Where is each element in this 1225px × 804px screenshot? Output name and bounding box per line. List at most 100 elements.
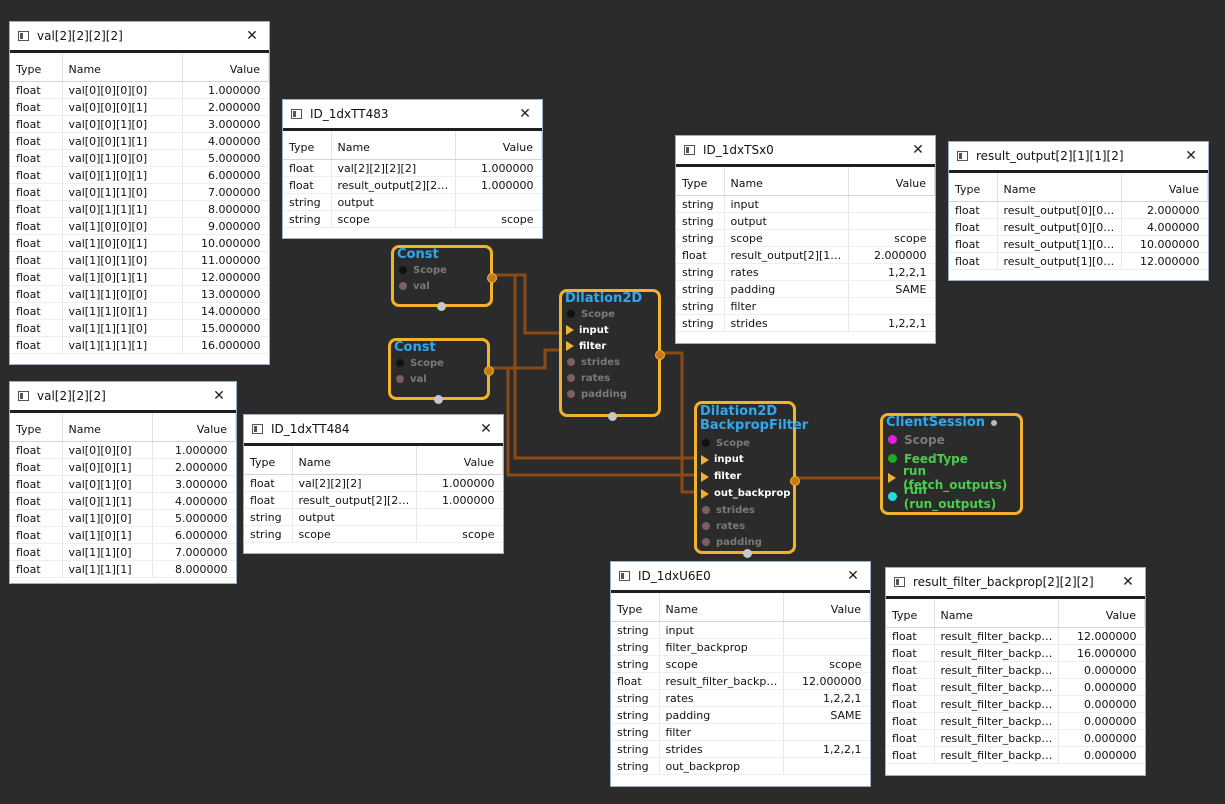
table-row[interactable]: stringstrides1,2,2,1 <box>611 741 870 758</box>
node-bottom-handle-icon[interactable] <box>743 549 752 558</box>
table-row[interactable]: floatresult_filter_backpr...0.000000 <box>886 662 1145 679</box>
table-row[interactable]: stringoutput <box>676 213 935 230</box>
table-row[interactable]: stringinput <box>676 196 935 213</box>
column-header-name[interactable]: Name <box>724 167 848 196</box>
column-header-type[interactable]: Type <box>244 446 292 475</box>
column-header-value[interactable]: Value <box>1058 599 1145 628</box>
table-row[interactable]: floatval[0][0][0]1.000000 <box>10 442 236 459</box>
table-row[interactable]: floatval[0][1][0][1]6.000000 <box>10 167 269 184</box>
column-header-type[interactable]: Type <box>10 53 62 82</box>
table-row[interactable]: stringrates1,2,2,1 <box>676 264 935 281</box>
table-row[interactable]: floatval[2][2][2]1.000000 <box>244 475 503 492</box>
column-header-value[interactable]: Value <box>416 446 503 475</box>
column-header-type[interactable]: Type <box>611 593 659 622</box>
port-scope[interactable]: Scope <box>391 355 487 371</box>
table-row[interactable]: floatresult_output[1][0]...10.000000 <box>949 236 1208 253</box>
table-row[interactable]: floatval[0][1][1][0]7.000000 <box>10 184 269 201</box>
output-port-icon[interactable] <box>487 273 497 283</box>
table-row[interactable]: floatresult_filter_backpr...12.000000 <box>886 628 1145 645</box>
output-port-icon[interactable] <box>484 366 494 376</box>
close-icon[interactable]: ✕ <box>1180 148 1202 164</box>
port-input[interactable]: input <box>697 451 793 468</box>
node-dilation2d-backpropfilter[interactable]: Dilation2D BackpropFilter Scope input fi… <box>694 401 796 554</box>
column-header-value[interactable]: Value <box>848 167 935 196</box>
close-icon[interactable]: ✕ <box>842 568 864 584</box>
table-row[interactable]: floatval[0][0][1]2.000000 <box>10 459 236 476</box>
column-header-name[interactable]: Name <box>62 53 182 82</box>
column-header-type[interactable]: Type <box>10 413 62 442</box>
table-row[interactable]: stringfilter <box>676 298 935 315</box>
table-row[interactable]: stringpaddingSAME <box>611 707 870 724</box>
panel-titlebar[interactable]: ID_1dxU6E0 ✕ <box>611 562 870 593</box>
table-row[interactable]: floatval[1][0][1][0]11.000000 <box>10 252 269 269</box>
table-row[interactable]: stringscopescope <box>283 211 542 228</box>
table-row[interactable]: floatval[1][1][1][0]15.000000 <box>10 320 269 337</box>
close-icon[interactable]: ✕ <box>514 106 536 122</box>
table-row[interactable]: floatval[0][1][1]4.000000 <box>10 493 236 510</box>
table-row[interactable]: stringscopescope <box>611 656 870 673</box>
close-icon[interactable]: ✕ <box>241 28 263 44</box>
table-row[interactable]: stringoutput <box>244 509 503 526</box>
table-row[interactable]: floatval[0][0][0][0]1.000000 <box>10 82 269 99</box>
table-row[interactable]: floatval[0][1][0][0]5.000000 <box>10 150 269 167</box>
column-header-type[interactable]: Type <box>949 173 997 202</box>
table-row[interactable]: stringscopescope <box>244 526 503 543</box>
node-clientsession[interactable]: ClientSession Scope FeedType run (fetch_… <box>880 413 1023 515</box>
table-row[interactable]: floatval[1][1][0]7.000000 <box>10 544 236 561</box>
table-row[interactable]: floatval[1][1][1]8.000000 <box>10 561 236 578</box>
table-row[interactable]: floatresult_output[2][2]...1.000000 <box>283 177 542 194</box>
node-const-1[interactable]: Const Scope val <box>391 245 493 307</box>
port-filter[interactable]: filter <box>562 338 658 354</box>
table-row[interactable]: floatresult_filter_backpr...12.000000 <box>611 673 870 690</box>
table-row[interactable]: floatval[0][0][1][1]4.000000 <box>10 133 269 150</box>
table-row[interactable]: floatval[0][0][1][0]3.000000 <box>10 116 269 133</box>
table-row[interactable]: floatval[1][1][0][0]13.000000 <box>10 286 269 303</box>
table-row[interactable]: floatval[0][1][1][1]8.000000 <box>10 201 269 218</box>
table-row[interactable]: stringout_backprop <box>611 758 870 775</box>
column-header-type[interactable]: Type <box>676 167 724 196</box>
table-row[interactable]: floatresult_filter_backpr...0.000000 <box>886 747 1145 764</box>
table-row[interactable]: floatval[0][0][0][1]2.000000 <box>10 99 269 116</box>
column-header-value[interactable]: Value <box>783 593 870 622</box>
port-strides[interactable]: strides <box>562 354 658 370</box>
table-row[interactable]: floatval[1][0][0]5.000000 <box>10 510 236 527</box>
column-header-type[interactable]: Type <box>283 131 331 160</box>
table-row[interactable]: floatval[1][1][1][1]16.000000 <box>10 337 269 354</box>
port-input[interactable]: input <box>562 322 658 338</box>
table-row[interactable]: floatresult_output[1][0]...12.000000 <box>949 253 1208 270</box>
column-header-type[interactable]: Type <box>886 599 934 628</box>
node-bottom-handle-icon[interactable] <box>434 395 443 404</box>
column-header-value[interactable]: Value <box>455 131 542 160</box>
table-row[interactable]: stringstrides1,2,2,1 <box>676 315 935 332</box>
table-row[interactable]: floatval[1][0][0][1]10.000000 <box>10 235 269 252</box>
port-filter[interactable]: filter <box>697 468 793 485</box>
table-row[interactable]: floatresult_filter_backpr...0.000000 <box>886 679 1145 696</box>
table-row[interactable]: floatresult_filter_backpr...0.000000 <box>886 696 1145 713</box>
close-icon[interactable]: ✕ <box>208 388 230 404</box>
close-icon[interactable]: ✕ <box>475 421 497 437</box>
table-row[interactable]: floatresult_output[0][0]...4.000000 <box>949 219 1208 236</box>
column-header-name[interactable]: Name <box>292 446 416 475</box>
output-port-icon[interactable] <box>655 350 665 360</box>
column-header-value[interactable]: Value <box>182 53 269 82</box>
panel-titlebar[interactable]: ID_1dxTT483 ✕ <box>283 100 542 131</box>
table-row[interactable]: floatresult_filter_backpr...0.000000 <box>886 713 1145 730</box>
node-const-2[interactable]: Const Scope val <box>388 338 490 400</box>
table-row[interactable]: floatval[0][1][0]3.000000 <box>10 476 236 493</box>
panel-titlebar[interactable]: result_output[2][1][1][2] ✕ <box>949 142 1208 173</box>
port-padding[interactable]: padding <box>562 386 658 402</box>
table-row[interactable]: floatval[2][2][2][2]1.000000 <box>283 160 542 177</box>
output-port-icon[interactable] <box>790 476 800 486</box>
table-row[interactable]: floatresult_output[0][0]...2.000000 <box>949 202 1208 219</box>
close-icon[interactable]: ✕ <box>907 142 929 158</box>
table-row[interactable]: floatresult_output[2][2][2]1.000000 <box>244 492 503 509</box>
table-row[interactable]: stringinput <box>611 622 870 639</box>
table-row[interactable]: floatresult_output[2][1]...2.000000 <box>676 247 935 264</box>
panel-titlebar[interactable]: result_filter_backprop[2][2][2] ✕ <box>886 568 1145 599</box>
port-val[interactable]: val <box>391 371 487 387</box>
panel-titlebar[interactable]: ID_1dxTT484 ✕ <box>244 415 503 446</box>
table-row[interactable]: floatval[1][0][1]6.000000 <box>10 527 236 544</box>
table-row[interactable]: floatval[1][1][0][1]14.000000 <box>10 303 269 320</box>
table-row[interactable]: stringoutput <box>283 194 542 211</box>
table-row[interactable]: floatresult_filter_backpr...0.000000 <box>886 730 1145 747</box>
